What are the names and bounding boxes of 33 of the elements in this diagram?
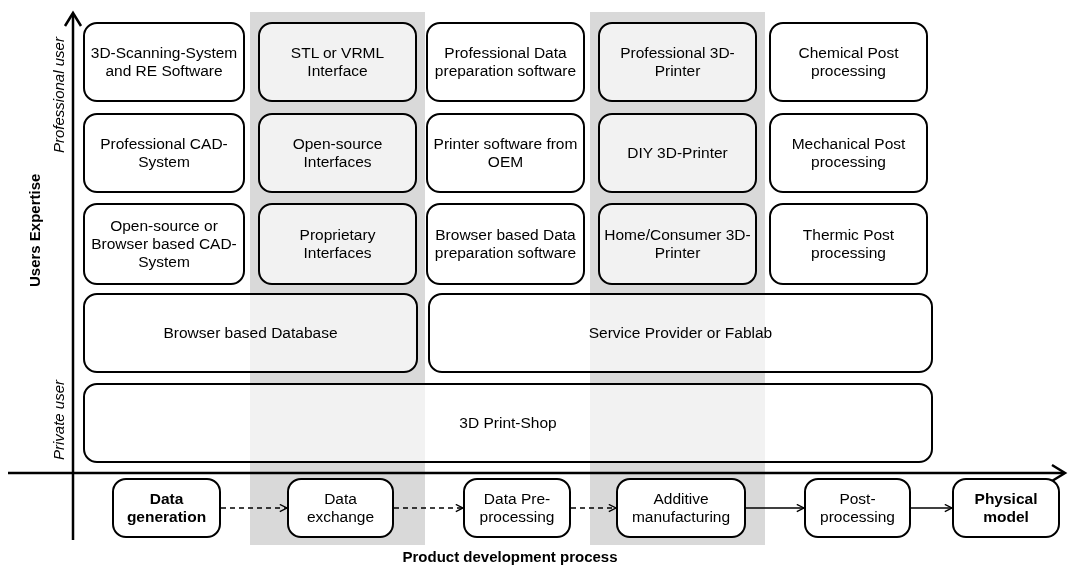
option-box: Professional Data preparation software bbox=[426, 22, 585, 102]
process-step-box: Additive manufacturing bbox=[616, 478, 746, 538]
arrow bbox=[220, 503, 288, 513]
channel-box: Browser based Database bbox=[83, 293, 418, 373]
axis-category-label: Private user bbox=[50, 378, 67, 463]
axis-title: Users Expertise bbox=[26, 172, 43, 289]
arrow bbox=[910, 503, 953, 513]
option-box: DIY 3D-Printer bbox=[598, 113, 757, 193]
option-box: Printer software from OEM bbox=[426, 113, 585, 193]
process-step-box: Post-processing bbox=[804, 478, 911, 538]
option-box: Browser based Data preparation software bbox=[426, 203, 585, 285]
option-box: Chemical Post processing bbox=[769, 22, 928, 102]
axis-title: Product development process bbox=[401, 548, 619, 565]
process-step-box: Physical model bbox=[952, 478, 1060, 538]
process-step-box: Data exchange bbox=[287, 478, 394, 538]
process-step-box: Data Pre-processing bbox=[463, 478, 571, 538]
channel-box: Service Provider or Fablab bbox=[428, 293, 933, 373]
option-box: Home/Consumer 3D-Printer bbox=[598, 203, 757, 285]
option-box: Open-source or Browser based CAD-System bbox=[83, 203, 245, 285]
arrow bbox=[570, 503, 617, 513]
option-box: Professional 3D-Printer bbox=[598, 22, 757, 102]
option-box: 3D-Scanning-System and RE Software bbox=[83, 22, 245, 102]
option-box: STL or VRML Interface bbox=[258, 22, 417, 102]
arrow bbox=[393, 503, 464, 513]
option-box: Proprietary Interfaces bbox=[258, 203, 417, 285]
channel-box: 3D Print-Shop bbox=[83, 383, 933, 463]
option-box: Thermic Post processing bbox=[769, 203, 928, 285]
option-box: Mechanical Post processing bbox=[769, 113, 928, 193]
axis-category-label: Professional user bbox=[50, 35, 67, 155]
option-box: Professional CAD-System bbox=[83, 113, 245, 193]
process-step-box: Data generation bbox=[112, 478, 221, 538]
option-box: Open-source Interfaces bbox=[258, 113, 417, 193]
arrow bbox=[745, 503, 805, 513]
